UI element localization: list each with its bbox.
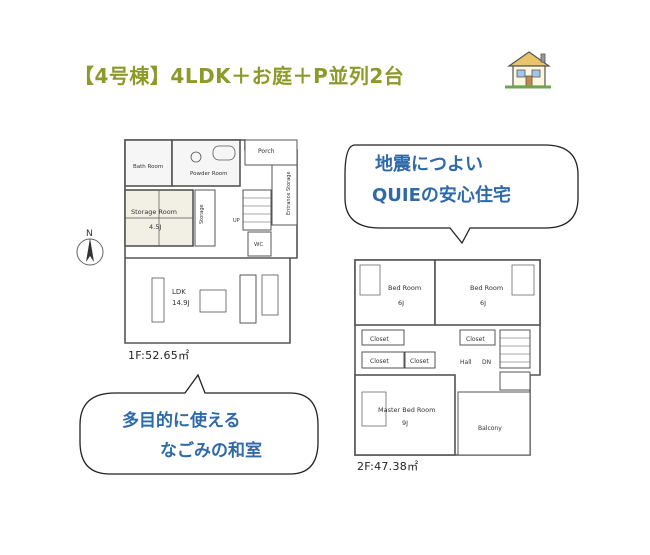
- room-closet-3: Closet: [410, 358, 429, 365]
- room-master: Master Bed Room: [378, 406, 435, 414]
- floor-1f-labels: Bath Room Powder Room Porch Storage Room…: [131, 148, 292, 307]
- room-storage-room-size: 4.5J: [149, 223, 161, 231]
- room-closet-2: Closet: [370, 358, 389, 365]
- room-porch: Porch: [258, 148, 275, 155]
- floor-2f-area: 2F:47.38㎡: [357, 460, 419, 473]
- room-wc: WC: [254, 242, 263, 248]
- room-ldk-size: 14.9J: [172, 299, 190, 307]
- room-storage-room: Storage Room: [131, 208, 177, 216]
- room-dn: DN: [482, 359, 491, 366]
- bubble-1-line-1: 地震につよい: [375, 154, 483, 175]
- room-closet-1: Closet: [370, 336, 389, 343]
- speech-bubble-2: [79, 373, 319, 475]
- room-powder: Powder Room: [190, 171, 228, 177]
- house-icon: [505, 51, 551, 89]
- room-bed-1-size: 6J: [398, 299, 404, 307]
- room-balcony: Balcony: [478, 425, 502, 432]
- bubble-2-line-1: 多目的に使える: [122, 411, 241, 431]
- room-closet-4: Closet: [466, 336, 485, 343]
- floor-2f-labels: Bed Room 6J Bed Room 6J Closet Closet Cl…: [370, 284, 503, 432]
- bubble-2-line-2: なごみの和室: [160, 441, 262, 461]
- floor-plan-2f: [354, 259, 541, 456]
- compass-icon: N: [76, 229, 104, 266]
- room-bed-1: Bed Room: [388, 284, 421, 292]
- room-up: UP: [233, 218, 240, 224]
- compass-label: N: [86, 229, 93, 239]
- page-title: 【4号棟】4LDK＋お庭＋P並列2台: [74, 64, 405, 88]
- room-storage: Storage: [199, 204, 205, 224]
- room-bed-2-size: 6J: [480, 299, 486, 307]
- speech-bubble-1: [344, 144, 579, 245]
- room-entrance-storage: Entrance Storage: [286, 171, 292, 215]
- room-ldk: LDK: [172, 288, 186, 296]
- room-master-size: 9J: [402, 419, 408, 427]
- room-bed-2: Bed Room: [470, 284, 503, 292]
- room-hall: Hall: [460, 359, 472, 366]
- bubble-1-line-2: QUIEの安心住宅: [372, 185, 511, 206]
- room-bath: Bath Room: [133, 164, 163, 170]
- floor-1f-area: 1F:52.65㎡: [128, 349, 190, 362]
- floor-plan-1f: [124, 139, 298, 344]
